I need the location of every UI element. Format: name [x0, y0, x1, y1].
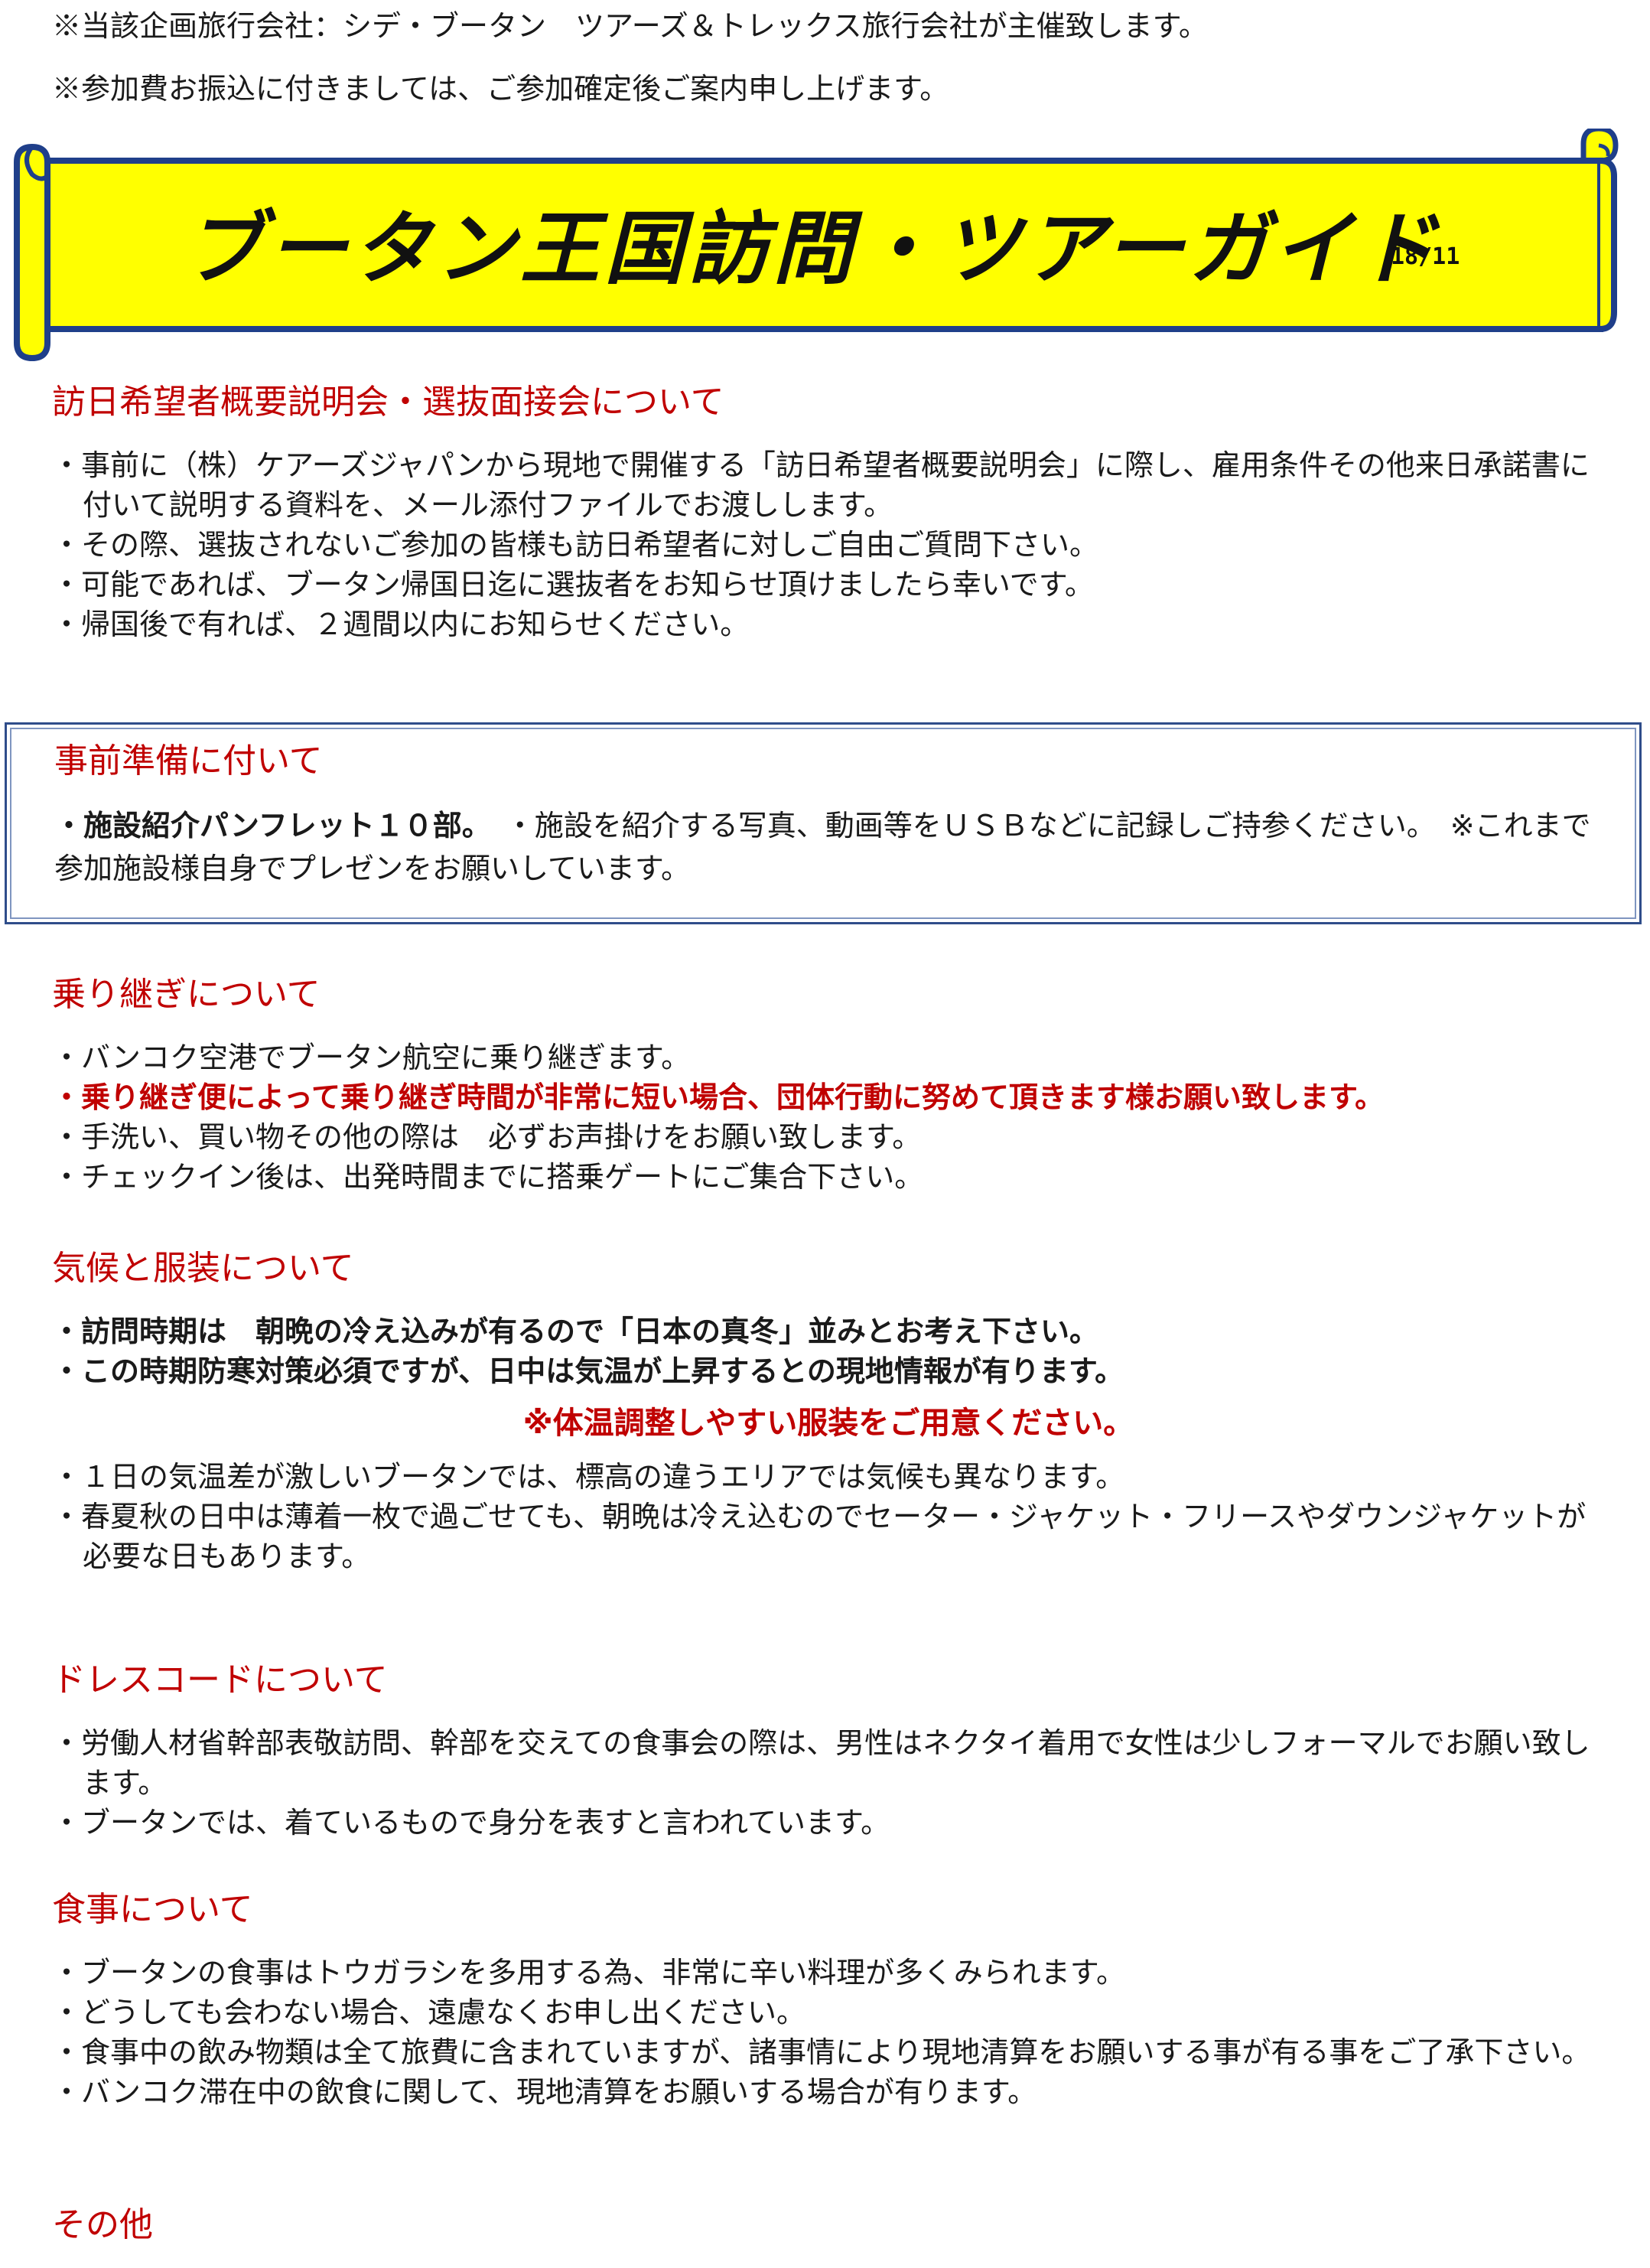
title-banner: ブータン王国訪問・ツアーガイド 18/11	[0, 129, 1650, 373]
climate-highlight: ※体温調整しやすい服装をご用意ください。	[522, 1406, 1134, 1441]
list-item: ・事前に（株）ケアーズジャパンから現地で開催する「訪日希望者概要説明会」に際し、…	[52, 448, 1590, 522]
list-item: ・可能であれば、ブータン帰国日迄に選抜者をお知らせ頂けましたら幸いです。	[52, 568, 1094, 601]
banner-title: ブータン王国訪問・ツアーガイド	[184, 202, 1441, 295]
prep-rest-text: ・施設を紹介する写真、動画等をＵＳＢなどに記録しご持参ください。 ※これまで参加…	[54, 809, 1591, 885]
list-item-bold: ・この時期防寒対策必須ですが、日中は気温が上昇するとの現地情報が有ります。	[52, 1354, 1124, 1388]
section-dress: ドレスコードについて ・労働人材省幹部表敬訪問、幹部を交えての食事会の際は、男性…	[52, 1657, 1605, 1843]
list-item: ・チェックイン後は、出発時間までに搭乗ゲートにご集合下さい。	[52, 1160, 924, 1194]
section-climate: 気候と服装について ・訪問時期は 朝晩の冷え込みが有るので「日本の真冬」並みとお…	[52, 1246, 1605, 1576]
heading-prep: 事前準備に付いて	[54, 741, 323, 780]
list-item: ・食事中の飲み物類は全て旅費に含まれていますが、諸事情により現地清算をお願いする…	[52, 2035, 1591, 2069]
heading-transfer: 乗り継ぎについて	[52, 975, 321, 1014]
heading-dress: ドレスコードについて	[52, 1660, 388, 1699]
heading-food: 食事について	[52, 1890, 253, 1929]
list-item: ・どうしても会わない場合、遠慮なくお申し出ください。	[52, 1996, 805, 2029]
list-item: ・１日の気温差が激しいブータンでは、標高の違うエリアでは気候も異なります。	[52, 1460, 1125, 1494]
section-other: その他	[52, 2202, 1605, 2268]
header-notes: ※当該企画旅行会社：シデ・ブータン ツアーズ＆トレックス旅行会社が主催致します。…	[52, 0, 1628, 132]
list-item: ・帰国後で有れば、２週間以内にお知らせください。	[52, 608, 750, 641]
banner-code: 18/11	[1391, 243, 1460, 270]
section-food: 食事について ・ブータンの食事はトウガラシを多用する為、非常に辛い料理が多くみら…	[52, 1887, 1605, 2112]
section-transfer: 乗り継ぎについて ・バンコク空港でブータン航空に乗り継ぎます。 ・乗り継ぎ便によ…	[52, 972, 1605, 1197]
prep-bold-text: ・施設紹介パンフレット１０部。	[54, 809, 477, 842]
prep-text: ・施設紹介パンフレット１０部。 ・施設を紹介する写真、動画等をＵＳＢなどに記録し…	[54, 804, 1607, 890]
list-item: ・その際、選抜されないご参加の皆様も訪日希望者に対しご自由ご質問下さい。	[52, 528, 1099, 562]
payment-note: ※参加費お振込に付きましては、ご参加確定後ご案内申し上げます。	[52, 72, 949, 106]
section-briefing: 訪日希望者概要説明会・選抜面接会について ・事前に（株）ケアーズジャパンから現地…	[52, 380, 1605, 644]
scroll-banner-graphic	[14, 129, 1619, 362]
list-item: ・春夏秋の日中は薄着一枚で過ごせても、朝晩は冷え込むのでセーター・ジャケット・フ…	[52, 1500, 1587, 1573]
prep-box: 事前準備に付いて ・施設紹介パンフレット１０部。 ・施設を紹介する写真、動画等を…	[5, 722, 1642, 924]
list-item-bold: ・訪問時期は 朝晩の冷え込みが有るので「日本の真冬」並みとお考え下さい。	[52, 1315, 1099, 1348]
list-item-warning: ・乗り継ぎ便によって乗り継ぎ時間が非常に短い場合、団体行動に努めて頂きます様お願…	[52, 1080, 1385, 1114]
heading-briefing: 訪日希望者概要説明会・選抜面接会について	[52, 383, 724, 422]
list-item: ・手洗い、買い物その他の際は 必ずお声掛けをお願い致します。	[52, 1120, 922, 1154]
organizer-note: ※当該企画旅行会社：シデ・ブータン ツアーズ＆トレックス旅行会社が主催致します。	[52, 9, 1208, 43]
list-item: ・バンコク滞在中の飲食に関して、現地清算をお願いする場合が有ります。	[52, 2075, 1037, 2109]
list-item: ・ブータンでは、着ているもので身分を表すと言われています。	[52, 1806, 890, 1839]
heading-other: その他	[52, 2205, 153, 2244]
list-item: ・労働人材省幹部表敬訪問、幹部を交えての食事会の際は、男性はネクタイ着用で女性は…	[52, 1726, 1590, 1800]
list-item: ・バンコク空港でブータン航空に乗り継ぎます。	[52, 1041, 691, 1074]
heading-climate: 気候と服装について	[52, 1249, 354, 1288]
list-item: ・ブータンの食事はトウガラシを多用する為、非常に辛い料理が多くみられます。	[52, 1956, 1125, 1989]
